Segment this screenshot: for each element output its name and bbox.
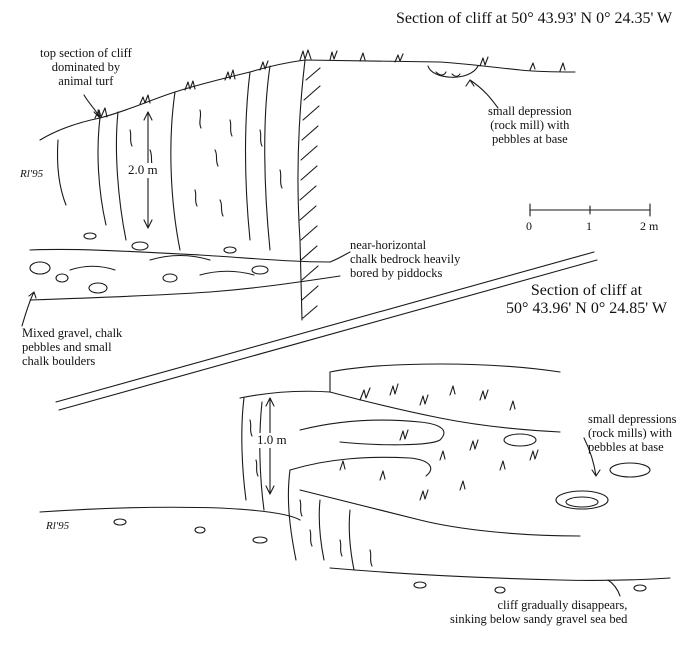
rock-mills-note: small depressions (rock mills) with pebb…	[588, 412, 677, 454]
scale-tick-1: 1	[586, 219, 592, 233]
upper-cliff-sketch	[21, 49, 576, 327]
cliff-disappears-note: cliff gradually disappears, sinking belo…	[450, 598, 628, 626]
height-label-1m: 1.0 m	[256, 432, 288, 448]
scale-tick-0: 0	[526, 219, 532, 233]
height-label-2m: 2.0 m	[127, 162, 159, 178]
rock-mill-note: small depression (rock mill) with pebble…	[488, 104, 572, 146]
scale-bar-graphic	[529, 203, 651, 217]
artist-signature-lower: Rl'95	[46, 520, 70, 532]
scale-tick-2m: 2 m	[640, 219, 659, 233]
bedrock-note: near-horizontal chalk bedrock heavily bo…	[350, 238, 461, 280]
lower-cliff-sketch	[39, 363, 671, 597]
artist-signature-upper: Rl'95	[20, 168, 44, 180]
section-2-title: Section of cliff at 50° 43.96' N 0° 24.8…	[506, 282, 667, 317]
section-divider	[55, 251, 598, 411]
section-1-title: Section of cliff at 50° 43.93' N 0° 24.3…	[396, 10, 673, 27]
gravel-note: Mixed gravel, chalk pebbles and small ch…	[22, 326, 123, 368]
top-section-note: top section of cliff dominated by animal…	[40, 46, 132, 88]
